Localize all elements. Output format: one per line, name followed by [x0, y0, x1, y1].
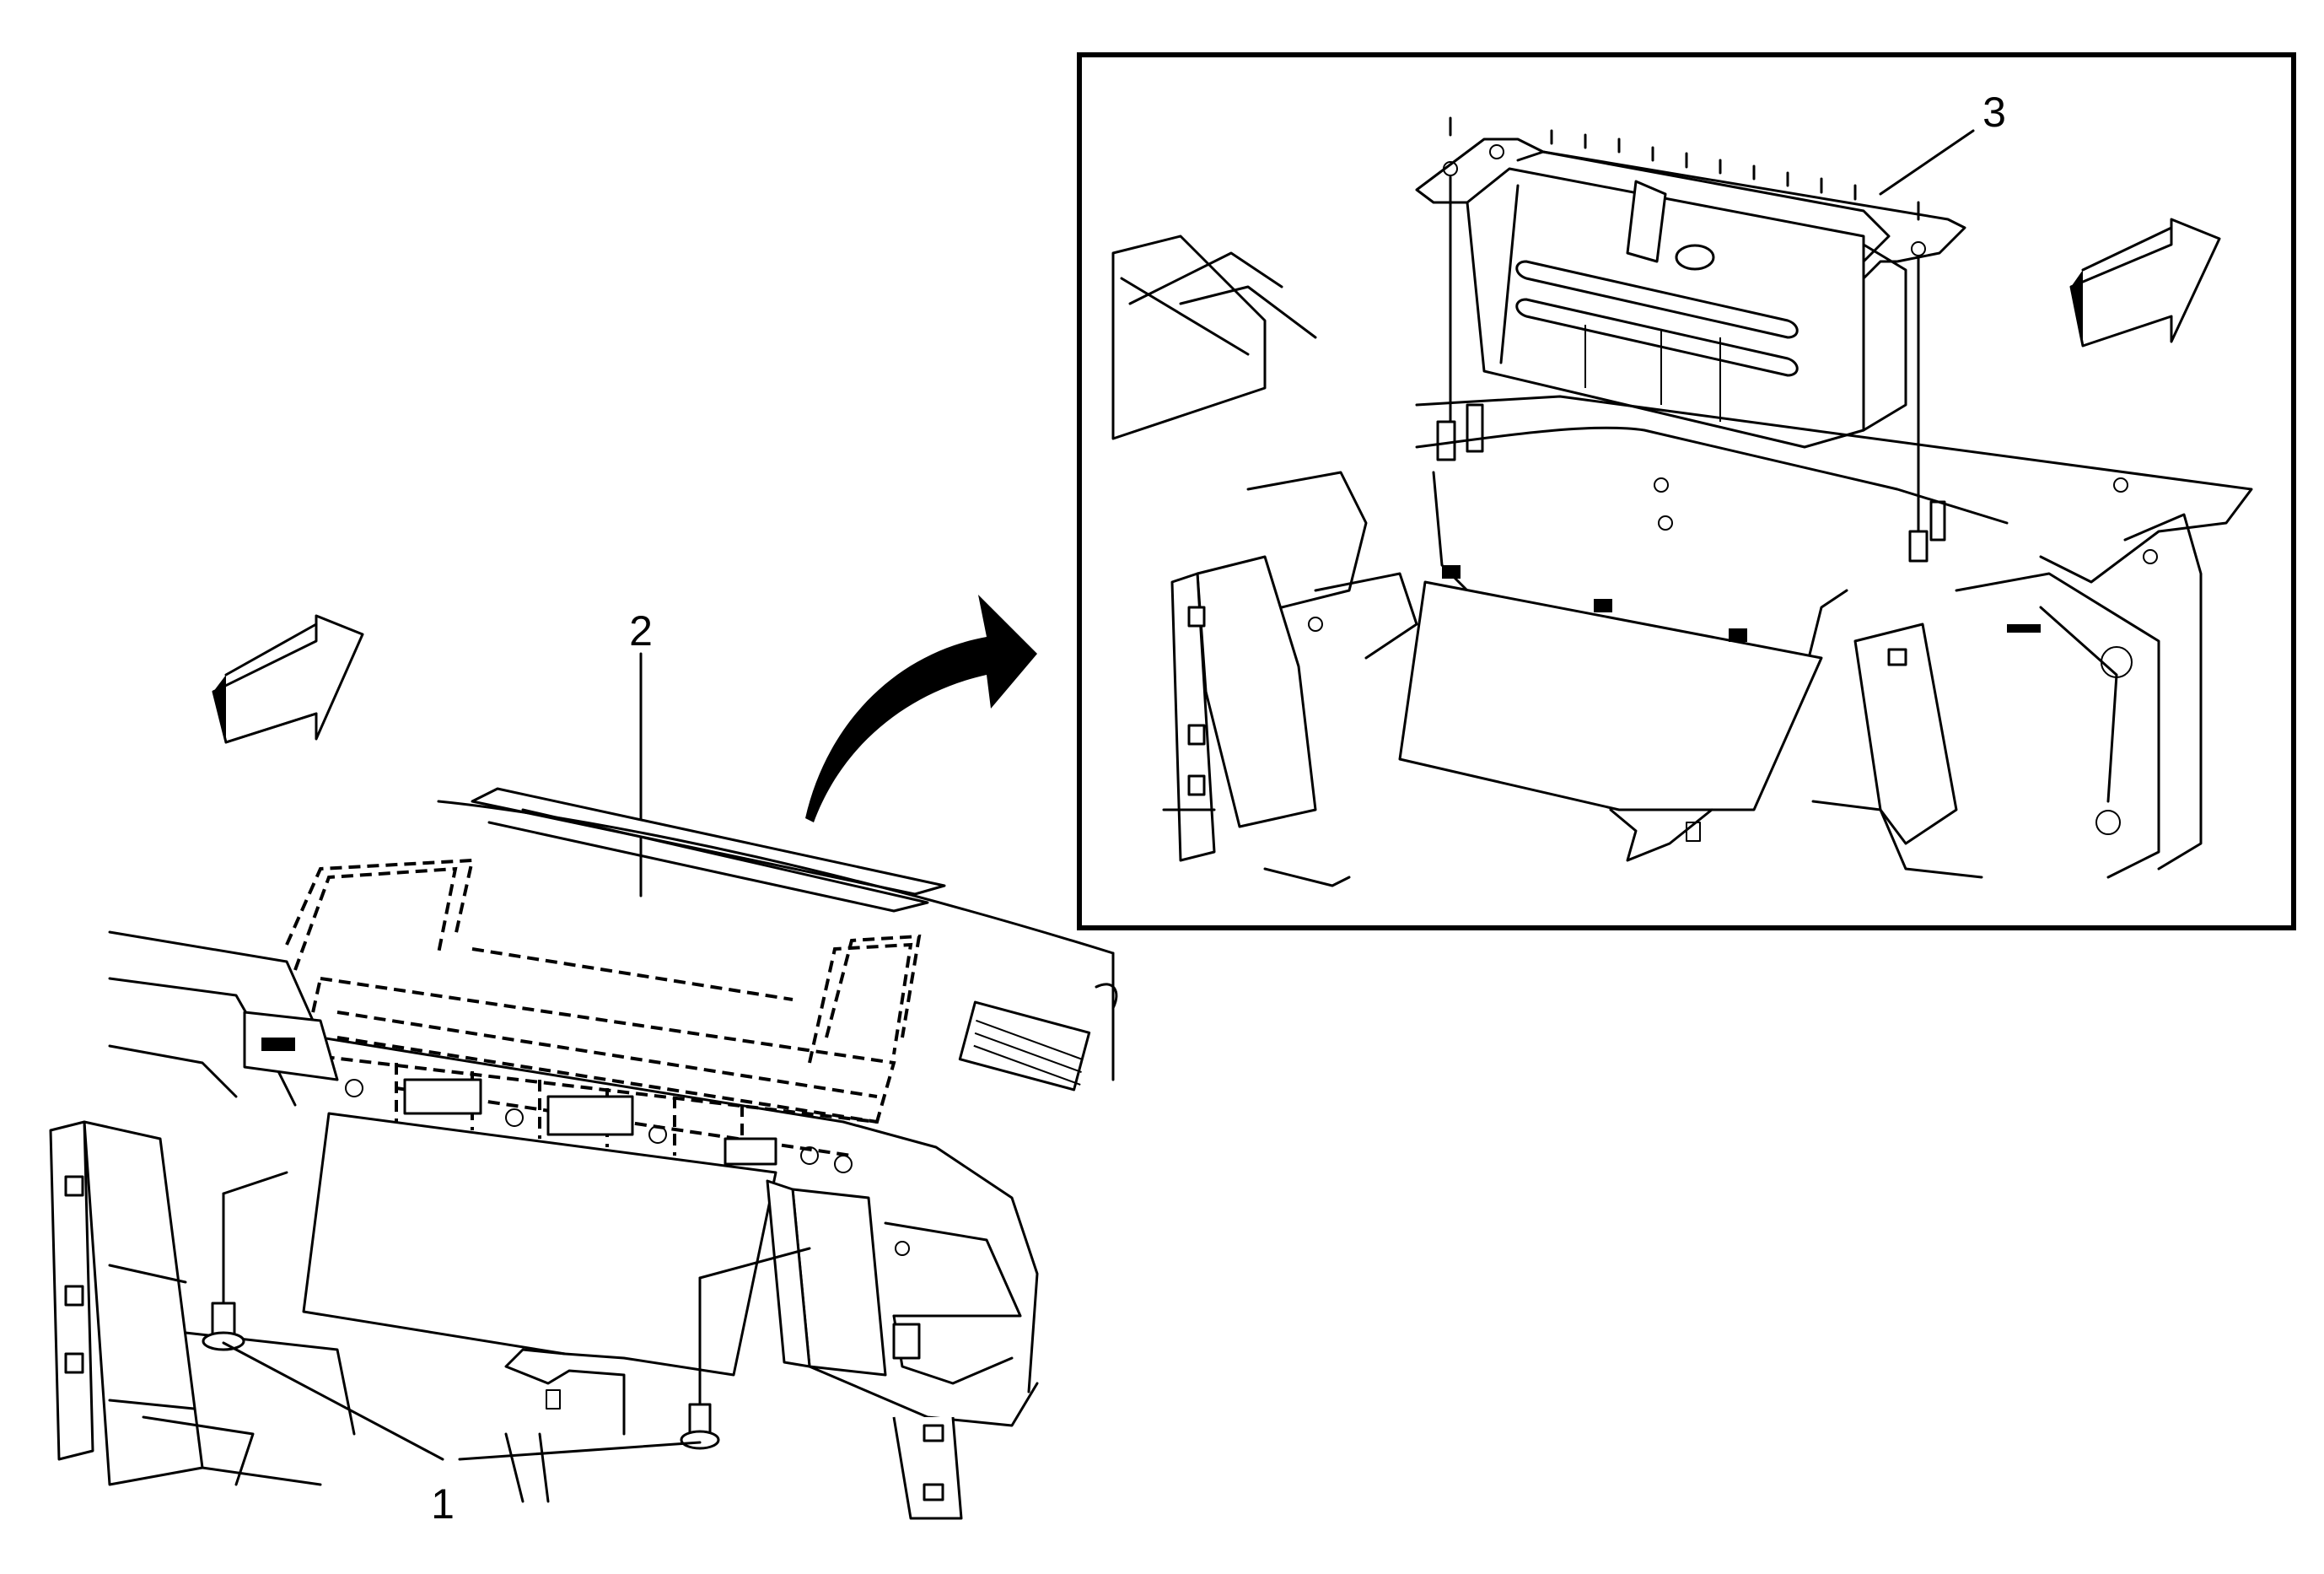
- fastener-right: [680, 1276, 720, 1450]
- callout-1-label: 1: [431, 1480, 455, 1528]
- direction-arrow-right: [2069, 218, 2221, 348]
- connectors: [345, 1078, 853, 1173]
- left-bracket: [49, 1120, 322, 1486]
- callout-3: 3: [1879, 89, 2006, 196]
- instrument-panel-view: 1: [49, 787, 1118, 1528]
- glovebox-door: [302, 1112, 777, 1436]
- airbag-module: [1415, 129, 1966, 449]
- callout-2: 2: [629, 607, 653, 898]
- right-bracket: [766, 1179, 1039, 1520]
- detail-inset: 3: [1077, 52, 2296, 930]
- inset-glovebox: [1398, 565, 1823, 862]
- vent: [958, 1000, 1091, 1092]
- fastener-left: [202, 1192, 245, 1351]
- callout-3-label: 3: [1982, 89, 2006, 136]
- inset-right-bracket: [1811, 513, 2203, 879]
- callout-2-label: 2: [629, 607, 653, 655]
- direction-arrow-left: [212, 614, 364, 744]
- callout-1: 1: [222, 1341, 702, 1528]
- inset-left-bracket: [1111, 234, 1418, 887]
- curved-arrow-icon: [805, 595, 1037, 822]
- stud-right: [1908, 500, 1946, 563]
